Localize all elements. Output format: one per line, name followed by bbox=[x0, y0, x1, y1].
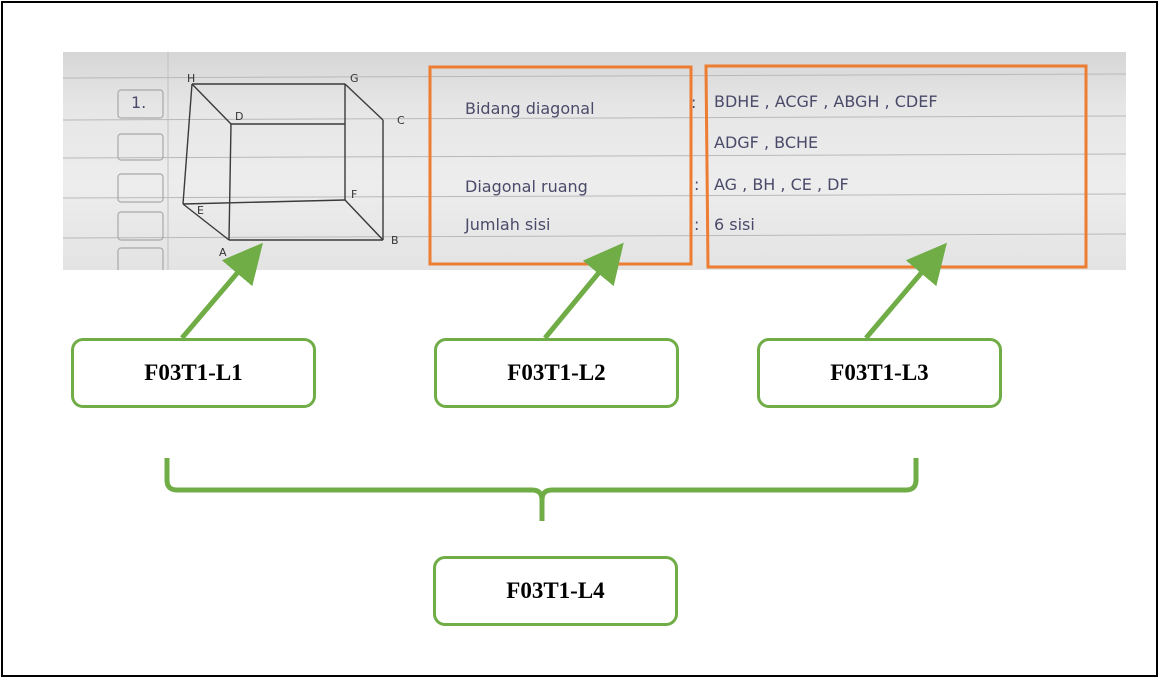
vertex-f: F bbox=[351, 188, 357, 201]
cuboid-sketch bbox=[182, 83, 384, 241]
row1-label: Bidang diagonal bbox=[465, 99, 595, 118]
highlight-box-l3 bbox=[704, 64, 1088, 269]
highlight-box-l2 bbox=[428, 65, 693, 266]
label-box-l2: F03T1-L2 bbox=[434, 338, 679, 408]
row4-label: Jumlah sisi bbox=[464, 215, 550, 234]
row1-value: BDHE , ACGF , ABGH , CDEF bbox=[714, 92, 938, 111]
row1-sep: : bbox=[691, 93, 696, 112]
vertex-b: B bbox=[391, 234, 399, 247]
grouping-bracket bbox=[164, 458, 919, 521]
vertex-h: H bbox=[187, 72, 195, 85]
arrow-l1 bbox=[180, 242, 263, 340]
label-l2-text: F03T1-L2 bbox=[507, 360, 606, 385]
arrow-l2 bbox=[543, 242, 624, 340]
label-l3-text: F03T1-L3 bbox=[830, 360, 929, 385]
label-box-l4: F03T1-L4 bbox=[433, 556, 678, 626]
vertex-e: E bbox=[197, 204, 204, 217]
vertex-g: G bbox=[350, 72, 359, 85]
row3-sep: : bbox=[694, 175, 699, 194]
row3-value: AG , BH , CE , DF bbox=[714, 175, 849, 194]
arrow-l3 bbox=[864, 242, 947, 340]
label-l1-text: F03T1-L1 bbox=[144, 360, 243, 385]
row2-value: ADGF , BCHE bbox=[714, 133, 818, 152]
row3-label: Diagonal ruang bbox=[465, 177, 588, 196]
label-box-l1: F03T1-L1 bbox=[71, 338, 316, 408]
row-number: 1. bbox=[131, 93, 146, 112]
row4-sep: : bbox=[694, 215, 699, 234]
worksheet-photo: 1. H G D C E F A B Bidang diagon bbox=[63, 52, 1126, 270]
vertex-d: D bbox=[235, 110, 243, 123]
label-l4-text: F03T1-L4 bbox=[506, 578, 605, 603]
label-box-l3: F03T1-L3 bbox=[757, 338, 1002, 408]
ruled-lines bbox=[63, 73, 1126, 239]
vertex-c: C bbox=[397, 114, 405, 127]
row4-value: 6 sisi bbox=[714, 215, 755, 234]
worksheet-drawing: 1. H G D C E F A B Bidang diagon bbox=[63, 52, 1126, 270]
margin-boxes bbox=[117, 89, 164, 270]
